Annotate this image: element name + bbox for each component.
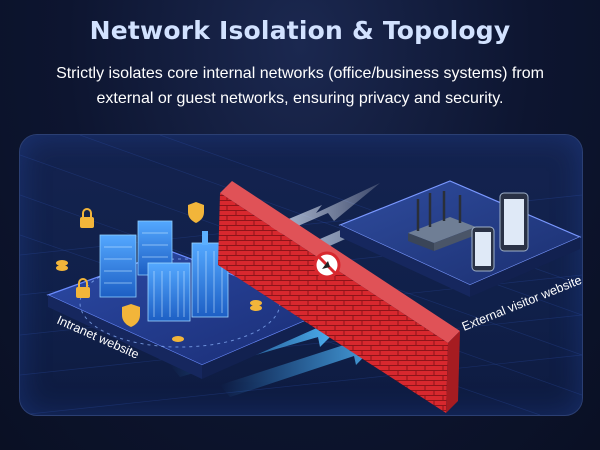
shield-icon — [188, 202, 204, 223]
shield-icon — [122, 304, 140, 327]
tablet-icon — [499, 192, 529, 252]
topology-panel: Intranet website External visitor websit… — [19, 134, 583, 416]
buildings — [147, 231, 229, 322]
router-icon — [408, 191, 476, 251]
lock-icon — [80, 208, 94, 228]
no-access-icon — [313, 251, 341, 279]
topology-diagram: Intranet website External visitor websit… — [20, 135, 582, 415]
lock-icon — [76, 278, 90, 298]
phone-icon — [471, 226, 495, 272]
page-subtitle: Strictly isolates core internal networks… — [56, 65, 544, 107]
page-title: Network Isolation & Topology — [89, 16, 511, 45]
